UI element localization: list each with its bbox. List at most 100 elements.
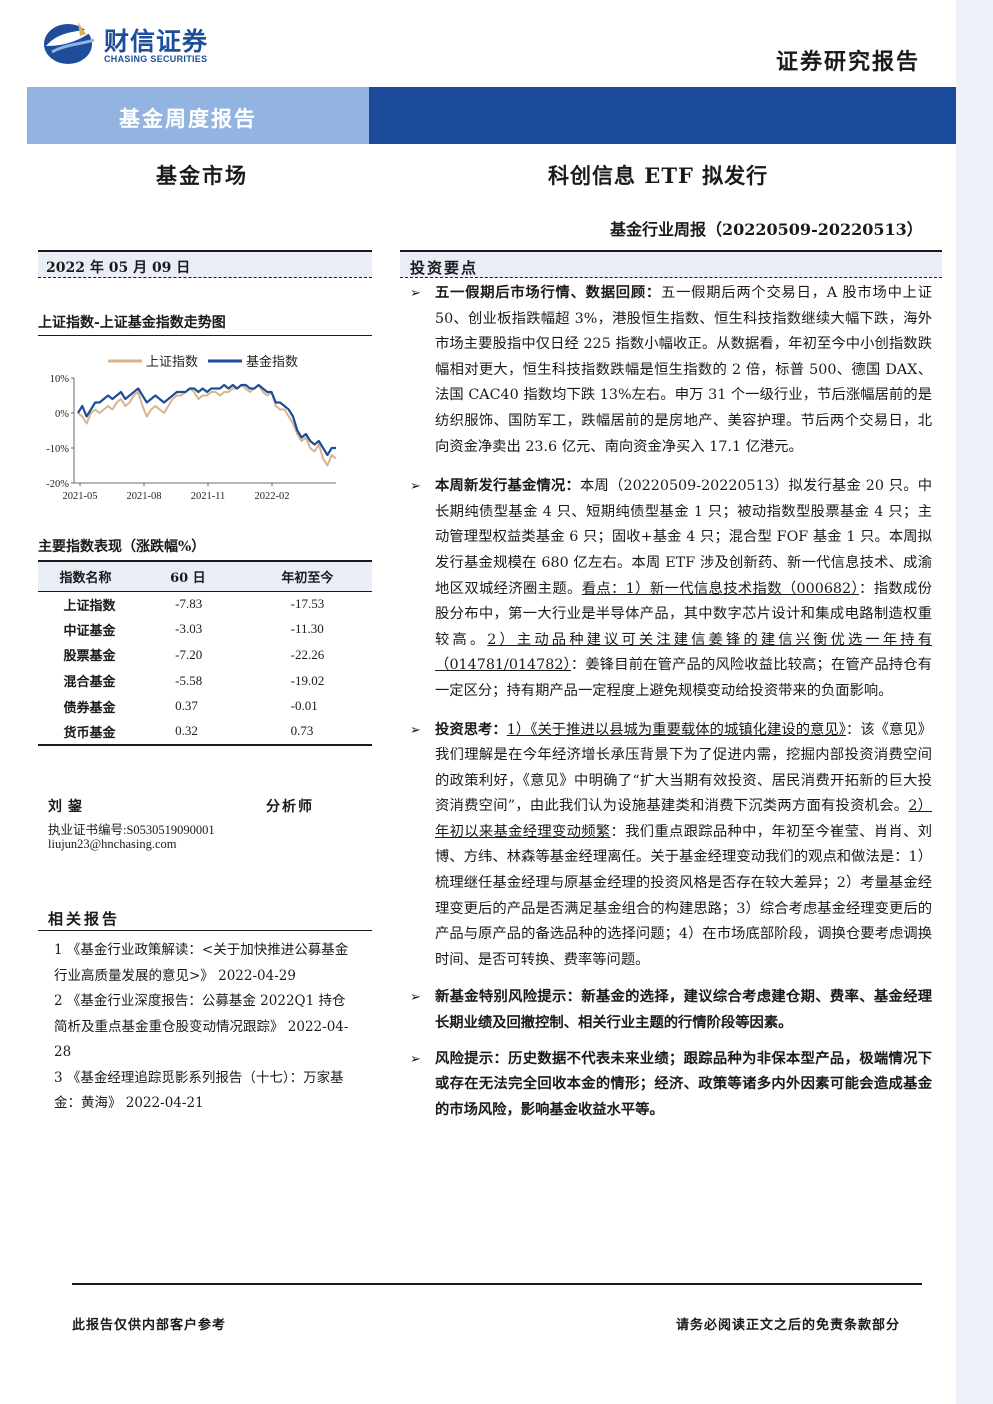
bullet-arrow-icon: ➢: [410, 722, 421, 738]
row-name: 债券基金: [63, 700, 116, 716]
footer-disclaimer-left: 此报告仅供内部客户参考: [72, 1318, 227, 1333]
row-ytd: -19.02: [290, 672, 325, 688]
row-name: 股票基金: [63, 649, 116, 665]
y-tick-label: -20%: [46, 479, 69, 490]
table-row: 货币基金 0.32 0.73: [38, 718, 372, 746]
investment-thoughts-paragraph: ➢ 投资思考：1）《关于推进以县城为重要载体的城镇化建设的意见》：该《意见》我们…: [410, 718, 932, 974]
y-tick-label: 0%: [55, 409, 69, 420]
underlined-highlight: 1）《关于推进以县城为重要载体的城镇化建设的意见》: [506, 721, 846, 738]
key-points-body: ➢ 五一假期后市场行情、数据回顾：五一假期后两个交易日，A 股市场中上证 50、…: [410, 281, 932, 1138]
paragraph-lead: 本周新发行基金情况：: [435, 478, 580, 495]
related-reports-title: 相关报告: [48, 910, 121, 928]
analyst-name: 刘鋆: [48, 799, 88, 815]
new-funds-paragraph: ➢ 本周新发行基金情况：本周（20220509-20220513）拟发行基金 2…: [410, 474, 932, 704]
row-60d: -5.58: [175, 672, 203, 688]
row-ytd: -17.53: [290, 596, 325, 612]
table-row: 债券基金 0.37 -0.01: [38, 693, 372, 719]
footer-disclaimer-right: 请务必阅读正文之后的免责条款部分: [676, 1318, 901, 1333]
index-performance-table: 指数名称 60 日 年初至今 上证指数 -7.83 -17.53 中证基金 -3…: [38, 560, 372, 746]
x-tick-label: 2021-08: [127, 491, 162, 502]
table-row: 上证指数 -7.83 -17.53: [38, 591, 372, 617]
banner-title: 基金周度报告: [119, 106, 257, 131]
banner-right-block: [369, 87, 956, 144]
series-line-fund-index: [77, 383, 336, 457]
paragraph-text: ：姜锋目前在管产品的风险收益比较高；在管产品持仓有一定区分；持有期产品一定程度上…: [435, 657, 933, 699]
logo-chinese-name: 财信证券: [104, 27, 209, 56]
table-row: 混合基金 -5.58 -19.02: [38, 668, 372, 694]
row-ytd: -0.01: [290, 698, 318, 714]
row-ytd: 0.73: [242, 718, 372, 746]
page-subtitle: 基金行业周报（20220509-20220513）: [610, 220, 923, 239]
company-logo: 财信证券 CHASING SECURITIES: [42, 20, 222, 68]
paragraph-lead: 投资思考：: [435, 721, 507, 738]
chasing-logo-icon: [44, 22, 96, 64]
row-name: 货币基金: [38, 718, 134, 746]
report-date: 2022 年 05 月 09 日: [46, 260, 191, 276]
row-ytd: -11.30: [290, 621, 324, 637]
analyst-role: 分析师: [266, 799, 314, 815]
right-margin-strip: [956, 0, 993, 1404]
date-box: 2022 年 05 月 09 日: [38, 250, 372, 278]
index-trend-chart: 10% 0% -10% -20%2021-05 2021-08 2021-11 2022-0…: [46, 354, 337, 502]
paragraph-text: 风险提示：历史数据不代表未来业绩；跟踪品种为非保本型产品，极端情况下或存在无法完…: [435, 1050, 932, 1118]
row-60d: -7.20: [175, 646, 203, 662]
paragraph-text: 本周（20220509-20220513）拟发行基金 20 只。中长期纯债型基金…: [435, 478, 933, 597]
paragraph-text: ：该《意见》我们理解是在今年经济增长承压背景下为了促进内需，挖掘内部投资消费空间…: [435, 721, 933, 815]
row-60d: 0.32: [133, 718, 243, 746]
table-header-name: 指数名称: [38, 560, 134, 592]
banner-left-block: 基金周度报告: [27, 87, 369, 144]
paragraph-text: ：我们重点跟踪品种中，年初至今崔莹、肖肖、刘博、方纬、林森等基金经理离任。关于基…: [435, 823, 933, 968]
table-header-ytd: 年初至今: [242, 560, 372, 592]
table-title: 主要指数表现（涨跌幅%）: [38, 539, 206, 555]
legend-label: 基金指数: [246, 354, 298, 370]
page-title: 科创信息 ETF 拟发行: [548, 163, 769, 188]
row-60d: -3.03: [175, 621, 203, 637]
bullet-arrow-icon: ➢: [410, 286, 421, 301]
x-tick-label: 2021-05: [63, 491, 98, 502]
section-label: 基金市场: [156, 163, 248, 188]
logo-english-name: CHASING SECURITIES: [104, 54, 208, 64]
x-tick-label: 2021-11: [191, 491, 226, 502]
analyst-cert-number: 执业证书编号:S0530519090001: [48, 823, 215, 837]
paragraph-lead: 五一假期后市场行情、数据回顾：: [435, 285, 661, 301]
table-header-60d: 60 日: [133, 560, 243, 592]
table-row: 股票基金 -7.20 -22.26: [38, 642, 372, 668]
bullet-arrow-icon: ➢: [410, 1051, 421, 1067]
related-report-item[interactable]: 2 《基金行业深度报告：公募基金 2022Q1 持仓简析及重点基金重仓股变动情况…: [54, 993, 349, 1060]
legend-label: 上证指数: [146, 355, 198, 370]
chart-title-rule: [38, 335, 372, 336]
chart-title: 上证指数-上证基金指数走势图: [38, 315, 226, 331]
underlined-highlight: 2）年初以来基金经理变动频繁: [435, 798, 932, 840]
paragraph-text: 新基金特别风险提示：新基金的选择，建议综合考虑建仓期、费率、基金经理长期业绩及回…: [435, 989, 932, 1032]
table-header-row: 指数名称 60 日 年初至今: [38, 560, 372, 592]
paragraph-text: 五一假期后两个交易日，A 股市场中上证 50、创业板指跌幅超 3%，港股恒生指数…: [435, 285, 932, 455]
related-report-item[interactable]: 3 《基金经理追踪觅影系列报告（十七）：万家基金：黄海》 2022-04-21: [54, 1069, 344, 1112]
analyst-email[interactable]: liujun23@hnchasing.com: [48, 837, 177, 851]
paragraph-text: ：指数成份股分布中，第一大行业是半导体产品，其中数字芯片设计和集成电路制造权重较…: [435, 580, 933, 648]
underlined-highlight: 2）主动品种建议可关注建信姜锋的建信兴衡优选一年持有（014781/014782…: [435, 631, 933, 674]
bullet-arrow-icon: ➢: [410, 479, 421, 495]
underlined-highlight: 看点：1）新一代信息技术指数（000682）: [581, 580, 860, 597]
series-line-shanghai-index: [77, 384, 337, 467]
row-name: 上证指数: [63, 598, 116, 614]
row-ytd: -22.26: [290, 646, 325, 662]
related-reports-header: 相关报告: [38, 903, 372, 931]
y-tick-label: -10%: [46, 444, 69, 455]
related-reports-list: 1 《基金行业政策解读：<关于加快推进公募基金行业高质量发展的意见>》 2022…: [54, 938, 354, 1117]
footer-rule: [72, 1283, 922, 1285]
new-fund-risk-paragraph: ➢ 新基金特别风险提示：新基金的选择，建议综合考虑建仓期、费率、基金经理长期业绩…: [410, 985, 932, 1036]
risk-warning-paragraph: ➢ 风险提示：历史数据不代表未来业绩；跟踪品种为非保本型产品，极端情况下或存在无…: [410, 1047, 932, 1124]
row-name: 混合基金: [63, 675, 116, 691]
related-report-item[interactable]: 1 《基金行业政策解读：<关于加快推进公募基金行业高质量发展的意见>》 2022…: [54, 942, 349, 984]
key-points-header: 投资要点: [400, 250, 942, 278]
key-points-title: 投资要点: [410, 259, 479, 277]
table-row: 中证基金 -3.03 -11.30: [38, 617, 372, 643]
bullet-arrow-icon: ➢: [410, 990, 421, 1006]
report-type-label: 证券研究报告: [776, 49, 921, 75]
x-tick-label: 2022-02: [255, 491, 290, 502]
market-review-paragraph: ➢ 五一假期后市场行情、数据回顾：五一假期后两个交易日，A 股市场中上证 50、…: [410, 281, 932, 460]
y-tick-label: 10%: [50, 374, 70, 385]
report-banner: 基金周度报告: [27, 87, 956, 144]
row-name: 中证基金: [63, 623, 116, 639]
row-60d: 0.37: [175, 698, 198, 714]
